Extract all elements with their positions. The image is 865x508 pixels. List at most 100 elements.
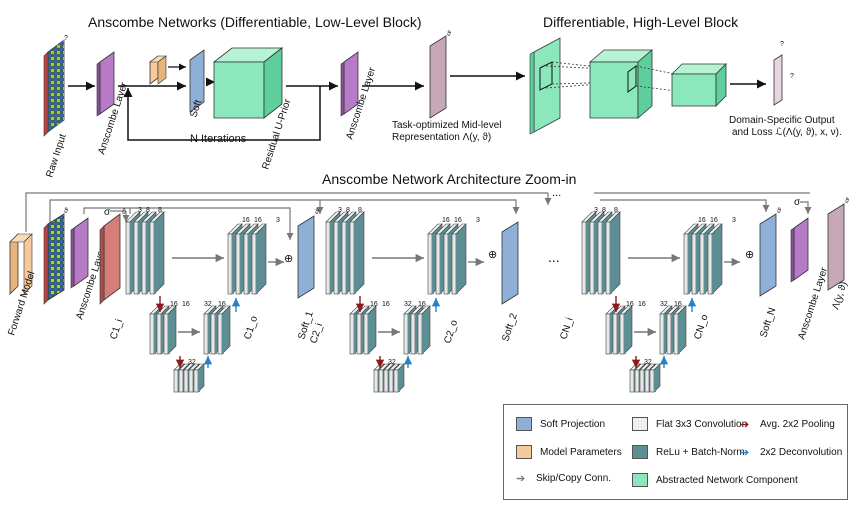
blockn-bottleneck-slab-0-front (629, 369, 635, 393)
soft-label-top: Soft (188, 98, 204, 119)
block1-enc2-relu-0 (154, 314, 156, 354)
softn-theta: ϑ (777, 208, 781, 215)
block2-dec-slab-2-front (443, 233, 449, 295)
block1-enc-relu-3 (154, 222, 156, 294)
output-q-label-1: ? (780, 41, 784, 48)
blockn-bottleneck-slab-2-front (639, 369, 645, 393)
legend-model-parameters-text: Model Parameters (540, 446, 622, 458)
blockn-enc-n8b: 8 (614, 207, 618, 214)
block1-dec-slab-2-front (243, 233, 249, 295)
block1-enc-n8a: 8 (146, 207, 150, 214)
blockn-dec2-slab-1-front (666, 313, 672, 355)
block1-dec-relu-1 (240, 234, 242, 294)
block2-enc2-relu-1 (361, 314, 363, 354)
blockn-dec2-relu-0 (664, 314, 666, 354)
zoom-title: Anscombe Network Architecture Zoom-in (322, 171, 576, 187)
blockn-enc-n3: 3 (594, 207, 598, 214)
ellipsis-top: ... (552, 187, 561, 199)
block2-dec-n16b: 16 (454, 217, 462, 224)
block2-dec2-slab-2-front (417, 313, 423, 355)
block1-enc-slab-1-front (133, 221, 139, 295)
legend-avg-pool-text: Avg. 2x2 Pooling (760, 419, 835, 430)
c1o-label: C1_o (242, 314, 260, 341)
block2-dec-relu-1 (440, 234, 442, 294)
soft-2-label: Soft_2 (500, 312, 520, 343)
lambda-theta: ϑ (845, 198, 849, 205)
cno-label: CN_o (692, 313, 710, 341)
block2-bottleneck-slab-1-front (378, 369, 384, 393)
legend-avg-pool: ➔ Avg. 2x2 Pooling (740, 419, 835, 430)
midlevel-representation-slab (429, 35, 447, 119)
block2-enc-relu-2 (346, 222, 348, 294)
legend-flat-conv-text: Flat 3x3 Convolution (656, 418, 748, 430)
block2-dec-relu-3 (456, 234, 458, 294)
output-slab (773, 54, 783, 106)
blockn-bot-n32: 32 (644, 359, 652, 366)
blockn-enc2-slab-2-front (619, 313, 625, 355)
blockn-dec-relu-1 (696, 234, 698, 294)
raw-zoom-theta: ϑ (64, 208, 68, 215)
block2-dec-slab-0-front (427, 233, 433, 295)
block1-enc-n3: 3 (138, 207, 142, 214)
midlevel-label-1: Task-optimized Mid-level (392, 120, 501, 131)
sigma-layer (99, 213, 121, 305)
block1-dec2-slab-2-front (217, 313, 223, 355)
blockn-dec-relu-2 (704, 234, 706, 294)
blockn-bottleneck-slab-1-front (634, 369, 640, 393)
block1-enc-relu-2 (146, 222, 148, 294)
iterations-label: N Iterations (190, 133, 247, 145)
residual-uprior-cube (212, 47, 284, 119)
block1-enc2-n16a: 16 (170, 301, 178, 308)
blockn-dec-slab-3-front (707, 233, 713, 295)
block2-enc-slab-3-front (349, 221, 355, 295)
block2-dec2-n32: 32 (404, 301, 412, 308)
raw-input-slab (43, 39, 65, 137)
legend-swatch-orange (516, 445, 532, 459)
block1-enc2-relu-1 (161, 314, 163, 354)
block2-dec2-slab-0-front (403, 313, 409, 355)
block2-enc2-relu-2 (368, 314, 370, 354)
blockn-dec-n3: 3 (732, 217, 736, 224)
block1-dec2-n16: 16 (218, 301, 226, 308)
blockn-dec-slab-2-front (699, 233, 705, 295)
block2-bottleneck-relu-4 (398, 370, 400, 392)
sigma-theta: ϑ (122, 209, 126, 216)
block1-bottleneck-slab-2-front (183, 369, 189, 393)
blue-arrow-icon: ➔ (740, 446, 750, 459)
blockn-dec2-relu-2 (678, 314, 680, 354)
cni-label: CN_i (558, 316, 575, 341)
block1-dec-slab-1-front (235, 233, 241, 295)
block2-enc2-relu-0 (354, 314, 356, 354)
legend-model-parameters: Model Parameters (516, 445, 622, 459)
blockn-enc-n8a: 8 (602, 207, 606, 214)
soft-projection-top (189, 49, 205, 113)
soft-n-label: Soft_N (758, 306, 778, 338)
block2-enc-relu-0 (330, 222, 332, 294)
blockn-enc2-slab-1-front (612, 313, 618, 355)
blockn-dec2-n16: 16 (674, 301, 682, 308)
high-level-cube-2 (588, 49, 654, 119)
blockn-enc-slab-3-front (605, 221, 611, 295)
block1-dec2-n32: 32 (204, 301, 212, 308)
block2-enc-relu-3 (354, 222, 356, 294)
blockn-enc-relu-0 (586, 222, 588, 294)
block1-enc-slab-0-front (125, 221, 131, 295)
block2-enc2-slab-0-front (349, 313, 355, 355)
block2-enc-n8b: 8 (358, 207, 362, 214)
block2-dec2-relu-0 (408, 314, 410, 354)
legend-abstracted: Abstracted Network Component (632, 473, 798, 487)
blockn-dec2-relu-1 (671, 314, 673, 354)
output-label-1: Domain-Specific Output (729, 115, 835, 126)
blockn-bottleneck-relu-4 (654, 370, 656, 392)
block1-dec2-relu-2 (222, 314, 224, 354)
block1-bot-n32: 32 (188, 359, 196, 366)
blockn-enc-relu-2 (602, 222, 604, 294)
red-arrow-icon: ➔ (740, 418, 750, 431)
block2-enc2-n16a: 16 (370, 301, 378, 308)
block1-dec-relu-0 (232, 234, 234, 294)
block2-bottleneck-slab-4-front (393, 369, 399, 393)
c2o-label: C2_o (442, 318, 460, 345)
block2-dec-slab-1-front (435, 233, 441, 295)
